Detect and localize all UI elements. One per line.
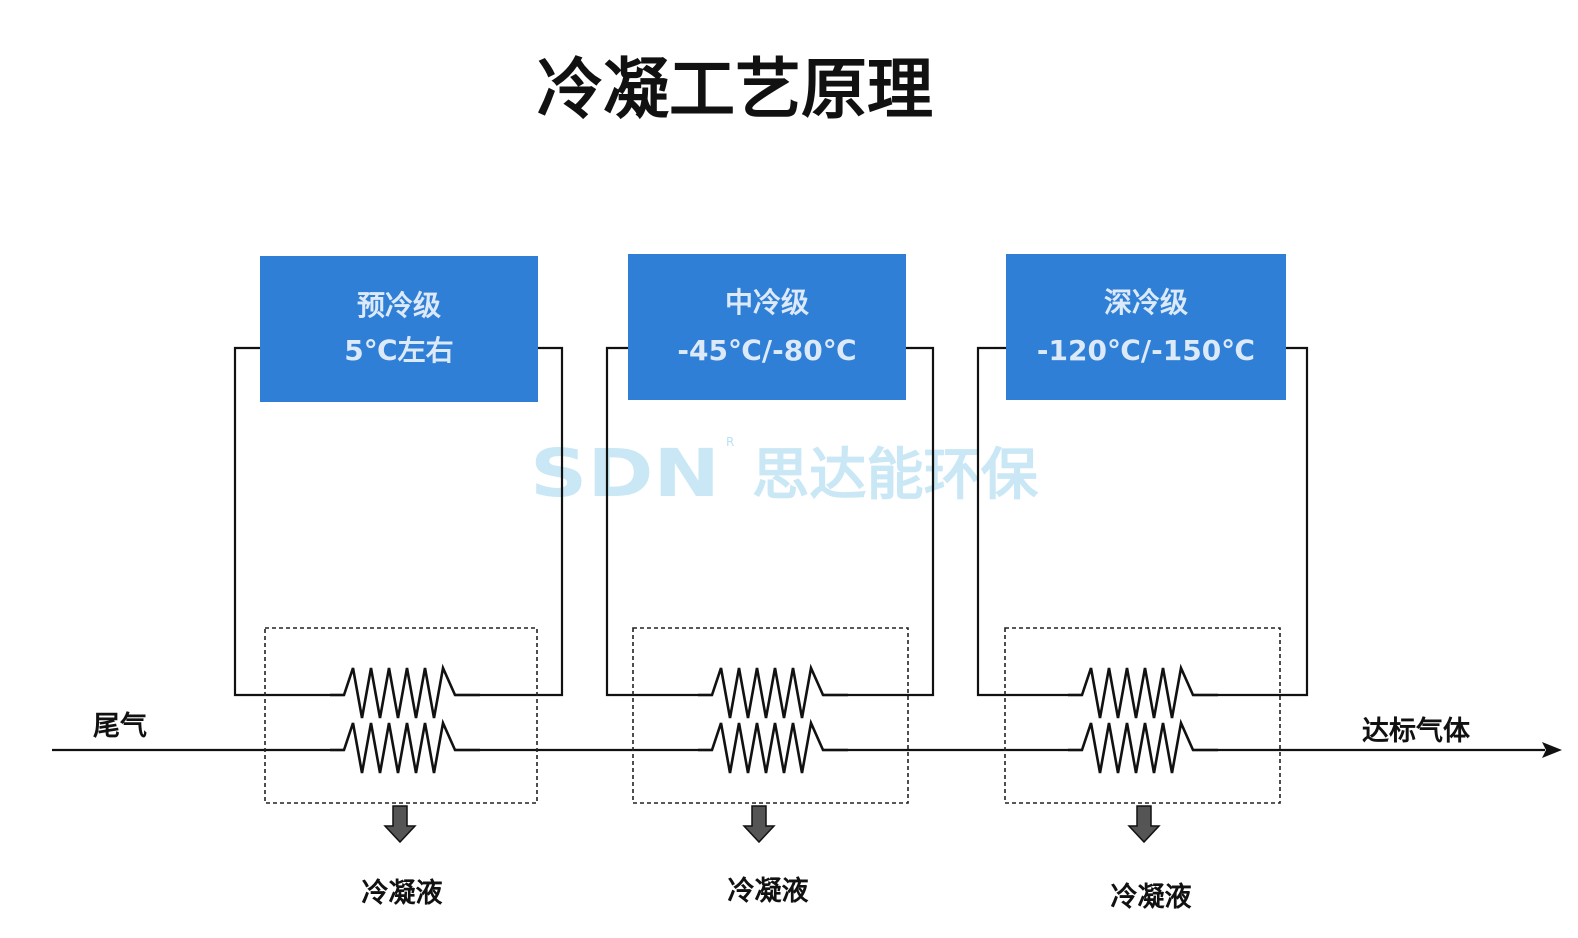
condensate-label: 冷凝液 [728, 876, 809, 907]
stage-precool: 预冷级 5℃左右 冷凝液 [233, 256, 564, 909]
stage-box [1006, 254, 1286, 400]
stage-temperature: -120℃/-150℃ [1037, 334, 1255, 367]
heat-exchanger-enclosure [1004, 627, 1281, 804]
stage-name: 中冷级 [725, 286, 809, 319]
condensate-down-arrow-icon [383, 805, 417, 844]
refrigerant-coil [1068, 663, 1218, 719]
stage-midcool: 中冷级 -45℃/-80℃ 冷凝液 [605, 254, 935, 907]
outlet-label: 达标气体 [1362, 716, 1471, 747]
stage-temperature: -45℃/-80℃ [677, 334, 856, 367]
condensate-label: 冷凝液 [1111, 882, 1192, 913]
watermark-company-name: 思达能环保 [752, 443, 1039, 508]
stage-box [260, 256, 538, 402]
inlet-label: 尾气 [93, 711, 147, 742]
gas-coil [1068, 718, 1218, 774]
condensate-down-arrow-icon [1127, 805, 1161, 844]
condensate-down-arrow-icon [742, 805, 776, 844]
refrigerant-coil [330, 663, 480, 719]
stage-name: 预冷级 [357, 289, 441, 322]
watermark: SDN R 思达能环保 [530, 435, 1039, 512]
stage-name: 深冷级 [1104, 286, 1188, 319]
watermark-logo-latin: SDN [530, 435, 720, 512]
gas-coil [698, 718, 848, 774]
refrigerant-coil [698, 663, 848, 719]
page-title: 冷凝工艺原理 [537, 51, 933, 128]
heat-exchanger-enclosure [632, 627, 909, 804]
outlet-arrow-icon [1542, 742, 1562, 758]
stage-deepcool: 深冷级 -120℃/-150℃ 冷凝液 [976, 254, 1309, 913]
condensate-label: 冷凝液 [362, 878, 443, 909]
stage-box [628, 254, 906, 400]
main-gas-line [52, 742, 1562, 758]
gas-coil [330, 718, 480, 774]
stage-temperature: 5℃左右 [344, 334, 453, 367]
watermark-registered-mark: R [726, 435, 734, 449]
heat-exchanger-enclosure [264, 627, 538, 804]
